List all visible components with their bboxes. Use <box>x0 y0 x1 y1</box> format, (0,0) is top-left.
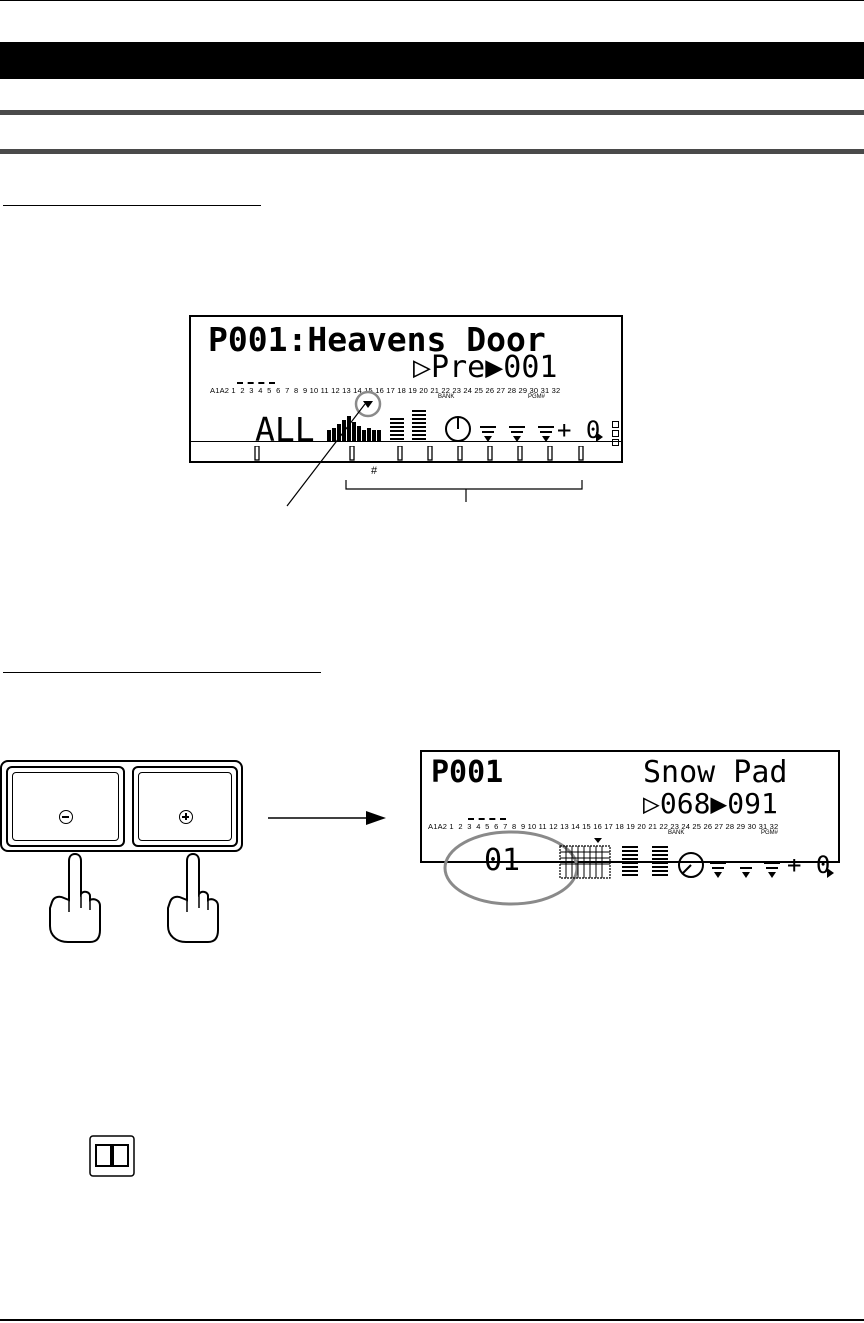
top-rule <box>0 0 864 1</box>
callout-lines <box>280 376 590 512</box>
lcd2-line2: ▷068▶091 <box>643 790 778 818</box>
keyboard-grid-icon <box>558 838 614 880</box>
minus-button-inner <box>12 772 119 841</box>
plus-icon <box>179 810 193 824</box>
heading-underline-1 <box>3 205 261 206</box>
minus-icon <box>59 810 73 824</box>
effect-send-icons <box>708 858 788 880</box>
pan-knob-icon <box>676 850 706 880</box>
plus-button-inner <box>138 772 232 841</box>
lcd2-transpose: + 0 <box>787 853 830 877</box>
section-header-bar <box>0 42 864 79</box>
lcd-side-indicator <box>612 421 619 428</box>
bottom-rule <box>0 1319 864 1321</box>
arrow-right-icon <box>268 808 388 828</box>
lcd2-line1-right: Snow Pad <box>643 758 788 788</box>
volume-bars-icon <box>622 846 672 880</box>
book-icon <box>89 1135 135 1177</box>
heading-underline-2 <box>3 672 321 673</box>
lcd-side-indicator <box>612 430 619 437</box>
pressing-finger-icon <box>40 852 110 944</box>
lcd2-line1-left: P001 <box>431 758 503 788</box>
subsection-rule-top <box>0 110 864 115</box>
minus-button[interactable] <box>6 766 125 847</box>
plus-button[interactable] <box>132 766 238 847</box>
lcd2-bank-label: BANK <box>668 830 684 836</box>
subsection-rule-bottom <box>0 149 864 154</box>
right-arrow-icon <box>596 432 604 442</box>
pressing-finger-icon <box>158 852 228 944</box>
right-arrow-icon <box>827 868 835 878</box>
lcd2-pgm-label: PGM# <box>761 830 778 836</box>
